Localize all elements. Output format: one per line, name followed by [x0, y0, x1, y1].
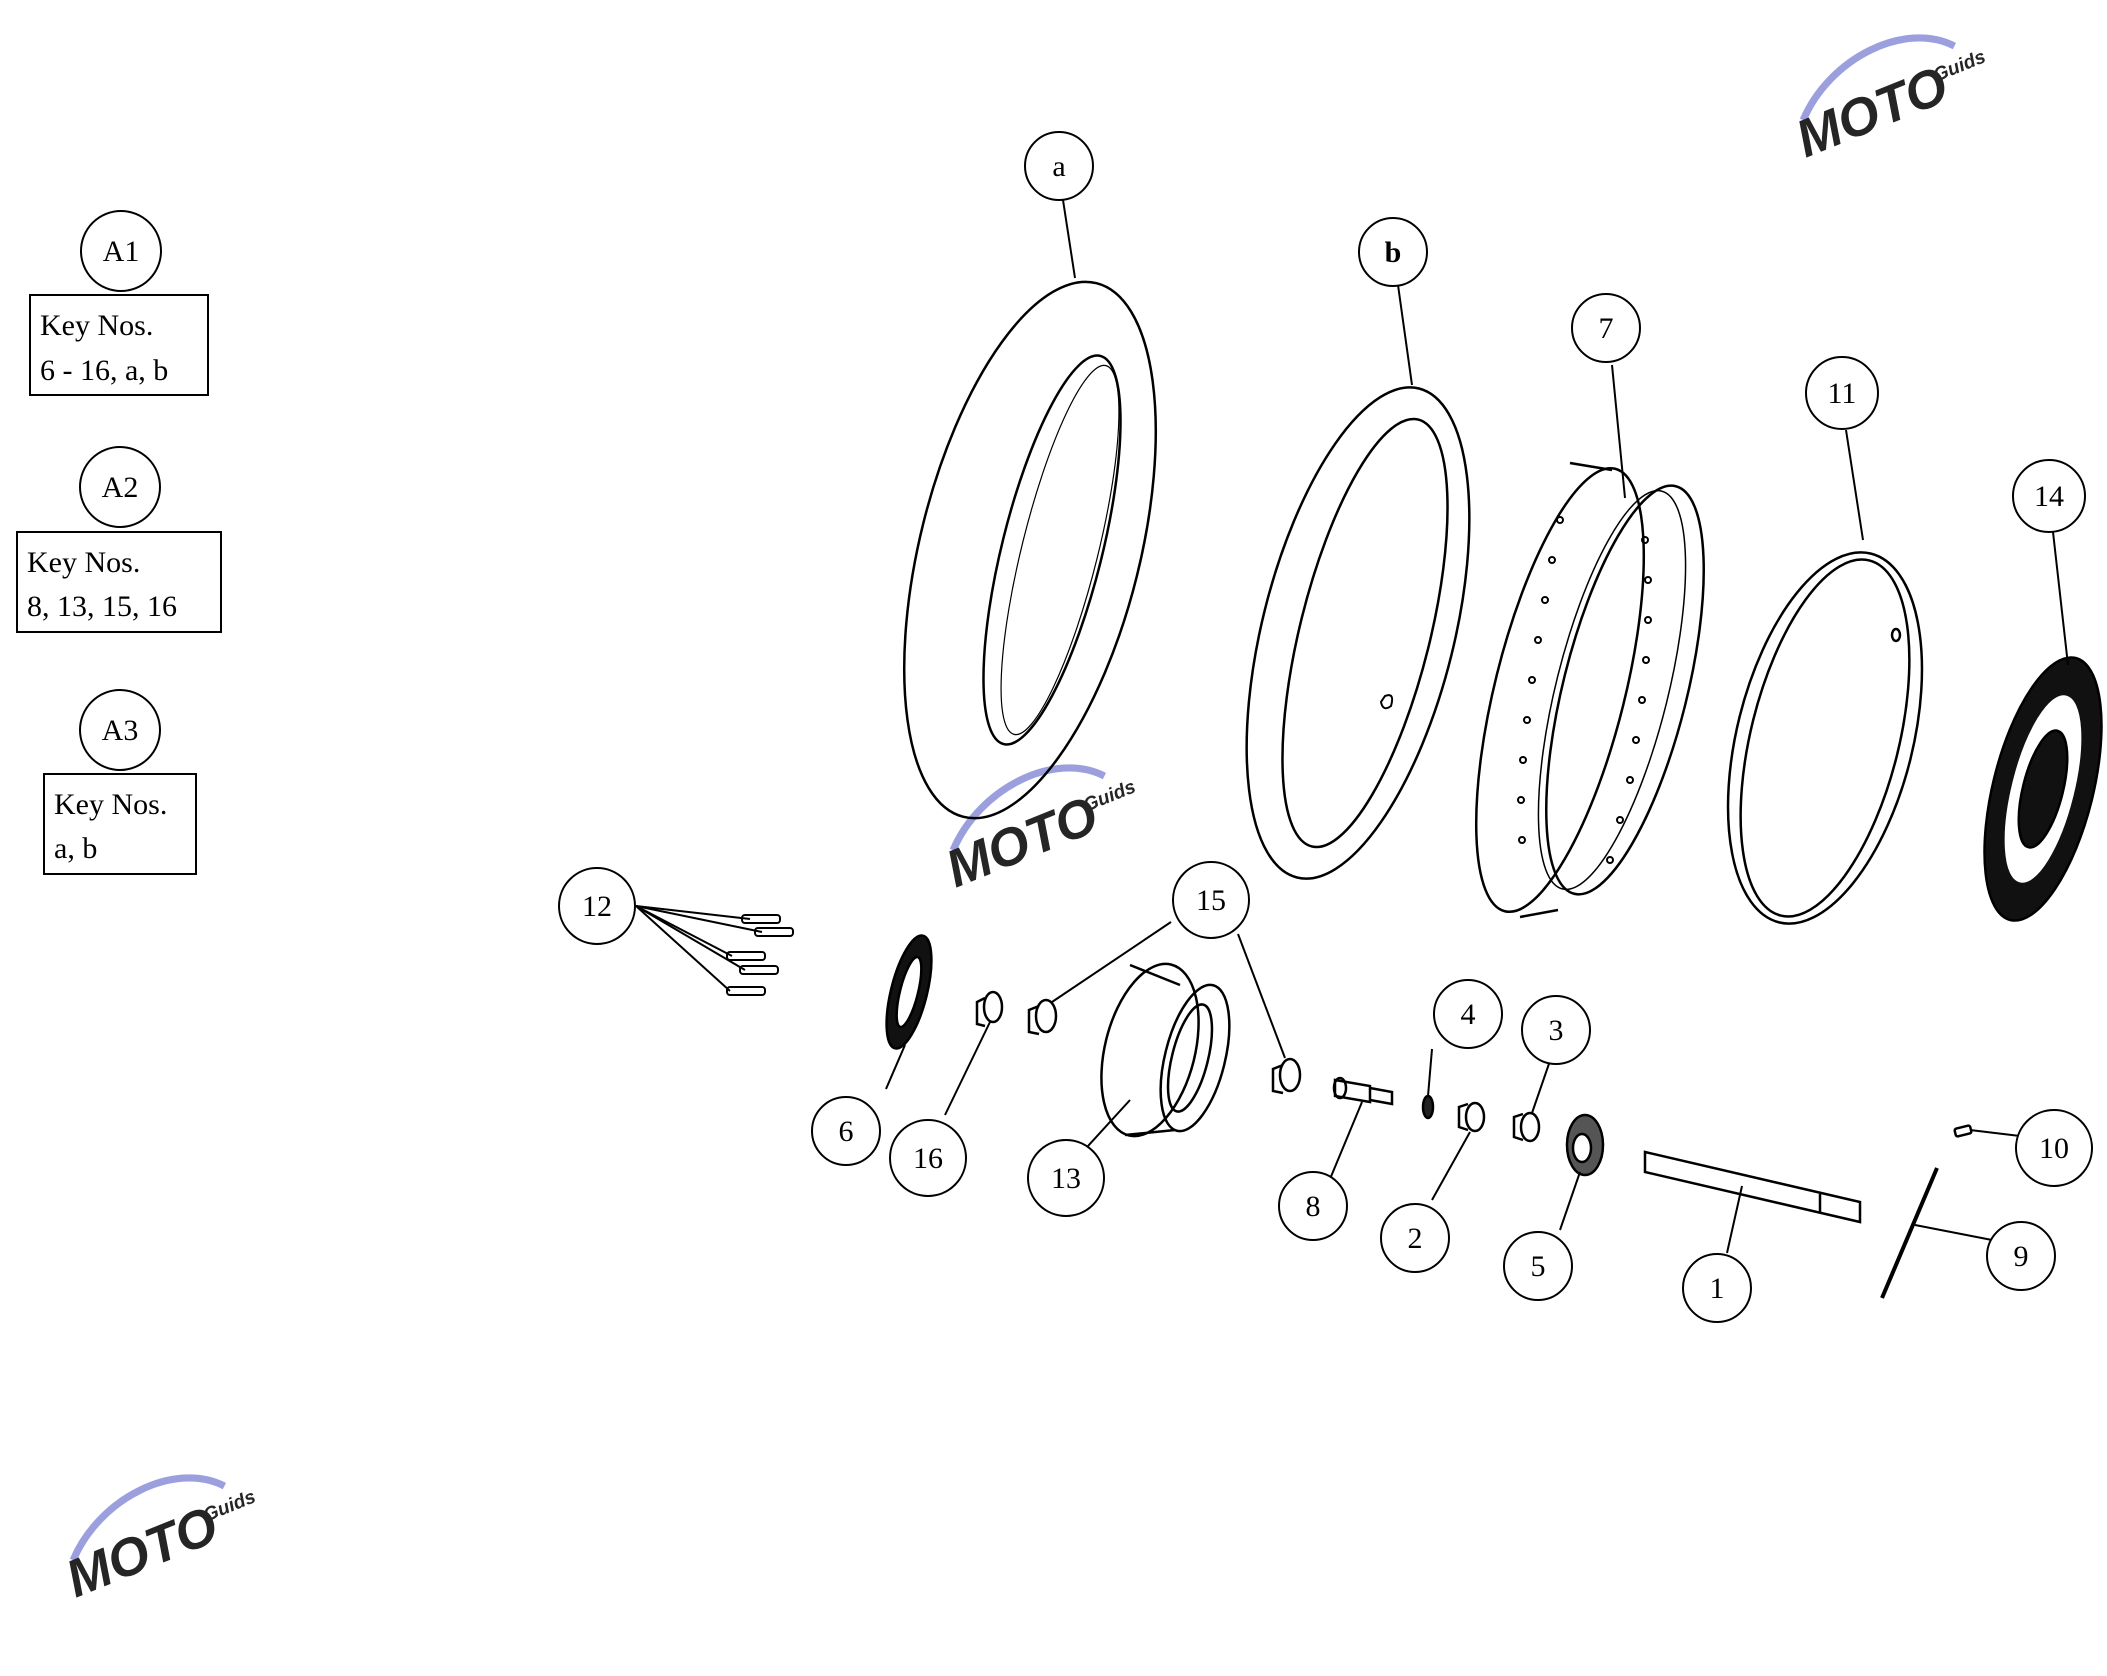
svg-text:16: 16 — [913, 1142, 943, 1175]
svg-text:10: 10 — [2039, 1132, 2069, 1165]
part-rim — [1474, 461, 1705, 919]
callout-1: 1 — [1682, 1253, 1752, 1323]
svg-text:8: 8 — [1306, 1190, 1321, 1223]
group-a1: A1 Key Nos. 6 - 16, a, b — [29, 210, 209, 396]
svg-text:7: 7 — [1599, 312, 1614, 345]
group-a3-key-label: Key Nos. — [54, 788, 167, 821]
svg-text:Guids: Guids — [1080, 776, 1139, 816]
svg-text:4: 4 — [1461, 998, 1476, 1031]
leader-lines — [635, 199, 2069, 1254]
part-tyre — [902, 280, 1158, 820]
svg-text:MOTO: MOTO — [58, 1495, 226, 1609]
group-a1-key-range: 6 - 16, a, b — [40, 354, 168, 387]
svg-text:15: 15 — [1196, 884, 1226, 917]
group-a2-key-label: Key Nos. — [27, 546, 140, 579]
watermark-logo-bottom-left: MOTO Guids — [58, 1474, 259, 1609]
part-shaft — [1332, 1076, 1394, 1106]
callout-9: 9 — [1986, 1221, 2056, 1291]
svg-text:3: 3 — [1549, 1014, 1564, 1047]
callout-8: 8 — [1278, 1171, 1348, 1241]
callout-15: 15 — [1172, 861, 1250, 939]
svg-text:MOTO: MOTO — [1788, 55, 1956, 169]
callout-3: 3 — [1521, 995, 1591, 1065]
part-bearing-15a — [1027, 998, 1058, 1036]
group-a2-label: A2 — [102, 471, 139, 504]
group-a3-label: A3 — [102, 714, 139, 747]
part-small-bolt — [1953, 1124, 1973, 1138]
callout-13: 13 — [1027, 1139, 1105, 1217]
callout-7: 7 — [1571, 293, 1641, 363]
callout-2: 2 — [1380, 1203, 1450, 1273]
part-bearing-housing — [1565, 1113, 1605, 1177]
group-a1-label: A1 — [103, 235, 140, 268]
part-washer — [1421, 1094, 1435, 1120]
watermark-logo-center: MOTO Guids — [938, 764, 1139, 899]
part-inner-tube — [1245, 386, 1471, 880]
svg-text:5: 5 — [1531, 1250, 1546, 1283]
callout-14: 14 — [2012, 459, 2086, 533]
group-a3: A3 Key Nos. a, b — [43, 689, 197, 875]
svg-text:6: 6 — [839, 1115, 854, 1148]
callout-10: 10 — [2015, 1109, 2093, 1187]
part-spacer-2 — [1457, 1101, 1486, 1133]
watermark-logo-top-right: MOTO Guids — [1788, 34, 1989, 169]
callout-12: 12 — [558, 867, 636, 945]
group-a1-key-label: Key Nos. — [40, 309, 153, 342]
callout-16: 16 — [889, 1119, 967, 1197]
callout-4: 4 — [1433, 979, 1503, 1049]
part-flange — [885, 934, 933, 1050]
svg-text:12: 12 — [582, 890, 612, 923]
part-bearing-15b — [1271, 1057, 1302, 1095]
part-pin — [1880, 1167, 1939, 1299]
callout-6: 6 — [811, 1096, 881, 1166]
svg-text:2: 2 — [1408, 1222, 1423, 1255]
svg-text:11: 11 — [1828, 377, 1857, 410]
part-hub — [1100, 962, 1231, 1138]
callout-b: b — [1358, 217, 1428, 287]
part-rim-tape — [1726, 551, 1924, 925]
svg-text:Guids: Guids — [1930, 46, 1989, 86]
group-a3-key-range: a, b — [54, 832, 97, 865]
svg-text:14: 14 — [2034, 480, 2064, 513]
svg-text:a: a — [1052, 150, 1065, 183]
svg-text:Guids: Guids — [200, 1486, 259, 1526]
svg-text:MOTO: MOTO — [938, 785, 1106, 899]
svg-text:9: 9 — [2014, 1240, 2029, 1273]
callout-5: 5 — [1503, 1231, 1573, 1301]
group-a2-key-range: 8, 13, 15, 16 — [27, 590, 177, 623]
group-a2: A2 Key Nos. 8, 13, 15, 16 — [16, 446, 222, 633]
callout-a: a — [1024, 131, 1094, 201]
svg-text:1: 1 — [1710, 1272, 1725, 1305]
svg-text:13: 13 — [1051, 1162, 1081, 1195]
callout-11: 11 — [1805, 356, 1879, 430]
part-spacer-16 — [975, 990, 1004, 1028]
svg-text:b: b — [1385, 236, 1402, 269]
part-axle — [1643, 1150, 1862, 1224]
part-brake-disc — [1983, 656, 2103, 922]
part-spacer-3 — [1512, 1111, 1541, 1143]
